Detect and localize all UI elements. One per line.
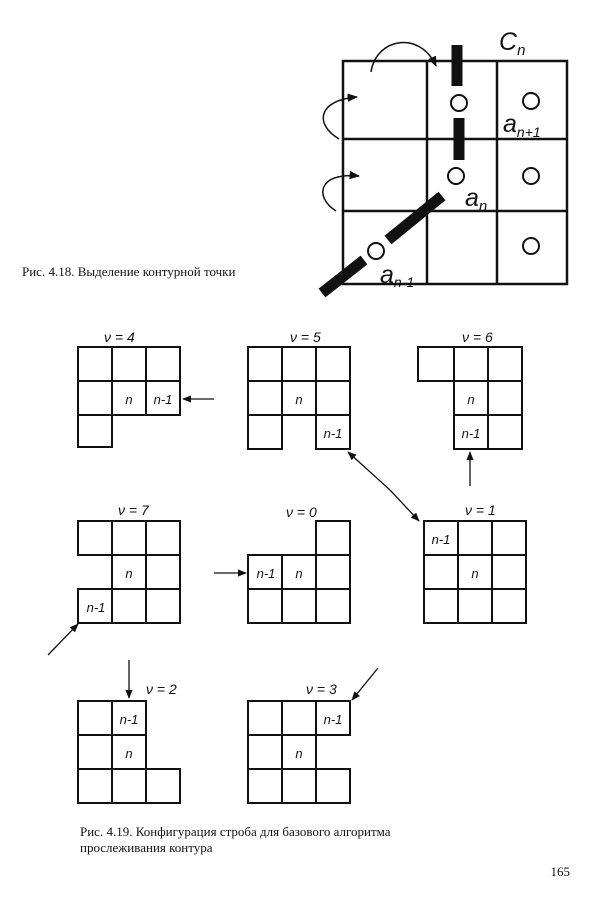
config-nu-3: ν = 3 n-1 n [247, 667, 379, 804]
config-nu-4: ν = 4 n n-1 [77, 329, 214, 448]
svg-text:n: n [125, 566, 132, 581]
pixel-markers [367, 92, 540, 260]
svg-text:n-1: n-1 [462, 426, 481, 441]
figure-4-18-caption: Рис. 4.18. Выделение контурной точки [22, 264, 236, 279]
svg-text:n: n [125, 746, 132, 761]
svg-text:n: n [295, 392, 302, 407]
svg-text:ν = 3: ν = 3 [306, 681, 337, 697]
config-nu-0: ν = 0 n n-1 [214, 504, 351, 624]
svg-text:n: n [471, 566, 478, 581]
figure-4-18-labels: Cn an+1 an an-1 [380, 28, 541, 290]
strobe-bars [318, 45, 465, 298]
figure-4-19: ν = 4 n n-1 ν = 5 n n-1 ν = 6 n n-1 [47, 329, 527, 804]
svg-text:an: an [465, 184, 487, 215]
figure-4-18: Cn an+1 an an-1 [318, 28, 569, 298]
config-nu-1: ν = 1 n n-1 [423, 502, 527, 624]
rotation-arrows [322, 41, 437, 212]
figure-4-19-caption: Рис. 4.19. Конфигурация строба для базов… [80, 824, 550, 856]
grid-3x3 [341, 59, 569, 286]
svg-text:an-1: an-1 [380, 261, 414, 290]
config-nu-2: ν = 2 n-1 n [77, 660, 181, 804]
svg-text:ν = 2: ν = 2 [146, 681, 177, 697]
svg-text:ν = 4: ν = 4 [104, 329, 135, 345]
svg-text:ν = 6: ν = 6 [462, 329, 493, 345]
page-number: 165 [550, 864, 571, 879]
figure-4-19-caption-line-2: прослеживания контура [80, 840, 213, 855]
svg-text:n-1: n-1 [87, 600, 106, 615]
config-nu-7: ν = 7 n n-1 [47, 502, 181, 656]
svg-text:n-1: n-1 [257, 566, 276, 581]
svg-text:n-1: n-1 [324, 712, 343, 727]
svg-text:n-1: n-1 [324, 426, 343, 441]
svg-text:ν = 7: ν = 7 [118, 502, 150, 518]
config-nu-6: ν = 6 n n-1 [417, 329, 523, 486]
svg-text:n: n [295, 746, 302, 761]
svg-text:n: n [295, 566, 302, 581]
svg-text:n: n [467, 392, 474, 407]
svg-text:n-1: n-1 [432, 532, 451, 547]
svg-text:n-1: n-1 [120, 712, 139, 727]
figure-4-19-caption-line-1: Рис. 4.19. Конфигурация строба для базов… [80, 824, 391, 839]
svg-text:an+1: an+1 [503, 110, 541, 140]
svg-text:Cn: Cn [499, 28, 525, 59]
svg-text:ν = 5: ν = 5 [290, 329, 321, 345]
svg-text:n: n [125, 392, 132, 407]
svg-text:ν = 1: ν = 1 [465, 502, 496, 518]
svg-text:ν = 0: ν = 0 [286, 504, 317, 520]
config-nu-5: ν = 5 n n-1 [247, 329, 351, 450]
svg-text:n-1: n-1 [154, 392, 173, 407]
